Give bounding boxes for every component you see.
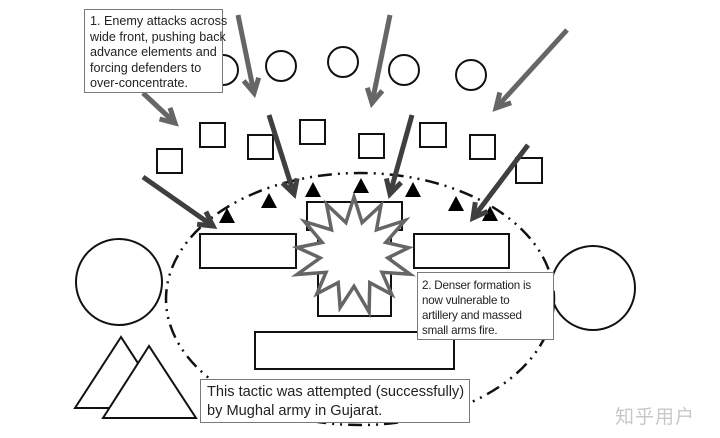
attack-arrow	[235, 14, 262, 99]
arrowhead-icon	[364, 86, 385, 109]
note-line: 1. Enemy attacks across	[90, 14, 228, 28]
arrowhead-icon	[492, 91, 512, 112]
flank-circle-right	[550, 245, 636, 331]
advance-square	[247, 134, 274, 160]
advance-square	[299, 119, 326, 145]
formation-right	[413, 233, 510, 269]
advance-square	[199, 122, 226, 148]
arrow-shaft	[235, 14, 257, 94]
arrow-shaft	[141, 91, 177, 125]
defender-triangle	[448, 196, 464, 211]
defender-triangle	[261, 193, 277, 208]
enemy-circle	[265, 50, 297, 82]
attack-arrow	[364, 14, 393, 109]
arrow-shaft	[387, 114, 415, 195]
defensive-perimeter	[164, 171, 556, 427]
attack-arrow	[469, 143, 530, 223]
arrowhead-icon	[469, 201, 489, 223]
advance-square	[469, 134, 496, 160]
attack-arrows	[141, 14, 569, 229]
note-line: by Mughal army in Gujarat.	[207, 403, 383, 419]
annotation-dense-formation: 2. Denser formation is now vulnerable to…	[417, 272, 554, 340]
attack-arrow	[266, 114, 300, 199]
note-line: forcing defenders to	[90, 60, 202, 75]
advance-square	[515, 157, 543, 184]
defender-triangle	[482, 206, 498, 221]
arrow-shaft	[141, 174, 215, 229]
arrowhead-icon	[196, 210, 218, 229]
arrowhead-icon	[241, 76, 262, 99]
note-line: small arms fire.	[422, 324, 498, 337]
attack-arrow	[492, 28, 569, 112]
note-line: advance elements and	[90, 45, 217, 60]
arrowhead-icon	[158, 107, 179, 127]
defender-triangle	[405, 182, 421, 197]
note-line: now vulnerable to	[422, 294, 510, 307]
attack-arrow	[383, 114, 415, 200]
defender-triangle	[305, 182, 321, 197]
defender-triangle	[219, 208, 235, 223]
attack-arrow	[141, 91, 179, 127]
note-line: 2. Denser formation is	[422, 279, 532, 292]
arrowhead-icon	[383, 177, 403, 200]
defender-triangle	[353, 178, 369, 193]
flank-circle-left	[75, 238, 163, 326]
arrow-shaft	[266, 114, 297, 195]
enemy-circle	[388, 54, 420, 86]
annotation-enemy-attack: 1. Enemy attacks across wide front, push…	[84, 9, 228, 93]
advance-square	[358, 133, 385, 159]
note-line: wide front, pushing back	[90, 29, 226, 44]
annotation-mughal-tactic: This tactic was attempted (successfully)…	[200, 379, 470, 423]
hill-triangle	[101, 344, 198, 419]
advance-square	[419, 122, 447, 148]
arrow-shaft	[471, 143, 530, 220]
note-line: This tactic was attempted (successfully)	[207, 384, 465, 400]
note-line: artillery and massed	[422, 309, 522, 322]
advance-square	[156, 148, 183, 174]
defender-triangles	[219, 178, 498, 223]
arrow-shaft	[494, 28, 569, 110]
note-line: over-concentrate.	[90, 76, 189, 91]
attack-arrow	[141, 174, 218, 229]
explosion-icon	[290, 191, 417, 319]
arrow-shaft	[369, 14, 393, 104]
watermark: 知乎用户	[615, 406, 696, 428]
enemy-circle	[327, 46, 359, 78]
formation-left	[199, 233, 297, 269]
arrowhead-icon	[280, 177, 300, 199]
enemy-circle	[455, 59, 487, 91]
